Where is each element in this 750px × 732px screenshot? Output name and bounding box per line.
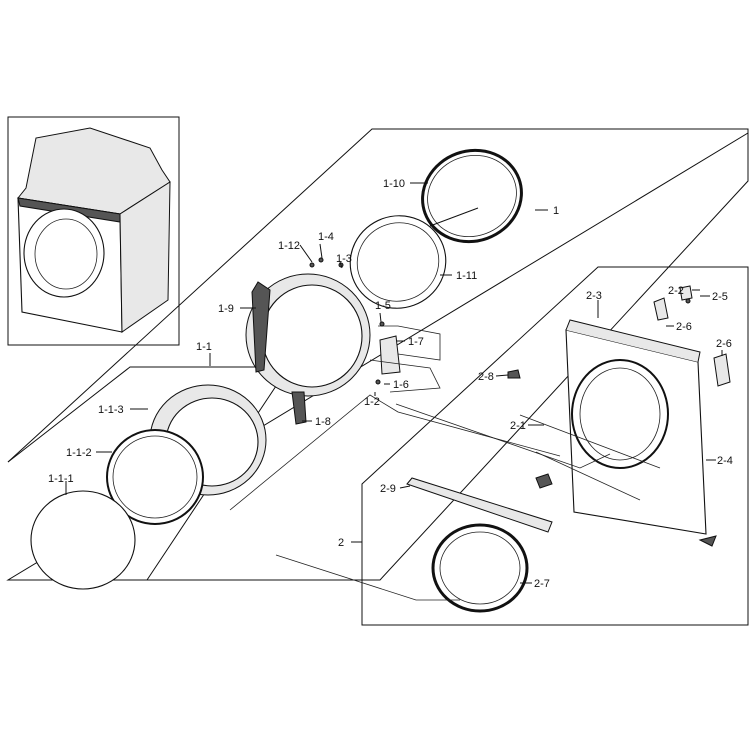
leader-lines — [65, 182, 723, 601]
latch — [535, 473, 553, 489]
label-2-6-right: 2-6 — [716, 338, 732, 350]
part-1-1-1-glass — [30, 490, 136, 590]
part-1-11-glass — [349, 215, 447, 309]
bottom-clip — [698, 535, 717, 547]
label-2-9: 2-9 — [380, 483, 396, 495]
screws — [309, 257, 385, 385]
part-2-2-clip — [679, 285, 693, 301]
label-2-1: 2-1 — [510, 420, 526, 432]
label-1-7: 1-7 — [408, 336, 424, 348]
label-2-2: 2-2 — [668, 285, 684, 297]
label-1-1: 1-1 — [196, 341, 212, 353]
label-2-4: 2-4 — [717, 455, 733, 467]
part-2-7-gasket — [431, 523, 529, 613]
dryer-door — [23, 208, 105, 298]
door-handle — [251, 281, 271, 373]
part-1-10-ring — [421, 148, 523, 244]
label-2-5: 2-5 — [712, 291, 728, 303]
label-2-3: 2-3 — [586, 290, 602, 302]
part-1-7-bracket — [369, 325, 441, 393]
label-1-1-2: 1-1-2 — [66, 447, 92, 459]
appliance-overview-inset — [7, 116, 180, 346]
screw-1-6 — [375, 379, 381, 385]
screw-1-5 — [379, 321, 385, 327]
label-1-8: 1-8 — [315, 416, 331, 428]
label-2-6-upper: 2-6 — [676, 321, 692, 333]
small-parts-group-2 — [507, 285, 731, 547]
dryer-side — [119, 181, 171, 333]
part-2-8-switch — [507, 369, 521, 379]
label-1-6: 1-6 — [393, 379, 409, 391]
label-1-1-1: 1-1-1 — [48, 473, 74, 485]
part-2-4-front-panel — [565, 319, 707, 535]
part-2-5-screw — [685, 298, 691, 304]
label-2: 2 — [338, 537, 344, 549]
label-1-11: 1-11 — [456, 270, 477, 282]
label-1-4: 1-4 — [318, 231, 334, 243]
label-1-3: 1-3 — [336, 253, 352, 265]
part-2-6-hinge-right — [713, 353, 731, 387]
screw-1-12 — [309, 262, 315, 268]
dryer-door-glass — [34, 218, 98, 290]
label-1-9: 1-9 — [218, 303, 234, 315]
group-2-panel — [361, 266, 749, 626]
part-2-6-hinge — [653, 297, 669, 321]
label-1-5: 1-5 — [375, 300, 391, 312]
label-1-12: 1-12 — [278, 240, 300, 252]
part-1-1-2-ring — [106, 429, 204, 525]
label-1-2: 1-2 — [364, 396, 380, 408]
label-1-10: 1-10 — [383, 178, 405, 190]
part-2-9-cover — [406, 477, 553, 533]
label-1: 1 — [553, 205, 559, 217]
callout-labels: 1-10 1 1-11 1-4 1-12 1-3 1-9 1-5 1-7 1-6… — [48, 178, 733, 590]
inset-frame — [7, 116, 180, 346]
label-2-7: 2-7 — [534, 578, 550, 590]
part-1-9-door-frame — [245, 273, 371, 425]
label-2-8: 2-8 — [478, 371, 494, 383]
screw-1-4 — [318, 257, 324, 263]
label-1-1-3: 1-1-3 — [98, 404, 124, 416]
group-2-frame — [361, 266, 749, 626]
part-1-8-hinge — [291, 391, 307, 425]
